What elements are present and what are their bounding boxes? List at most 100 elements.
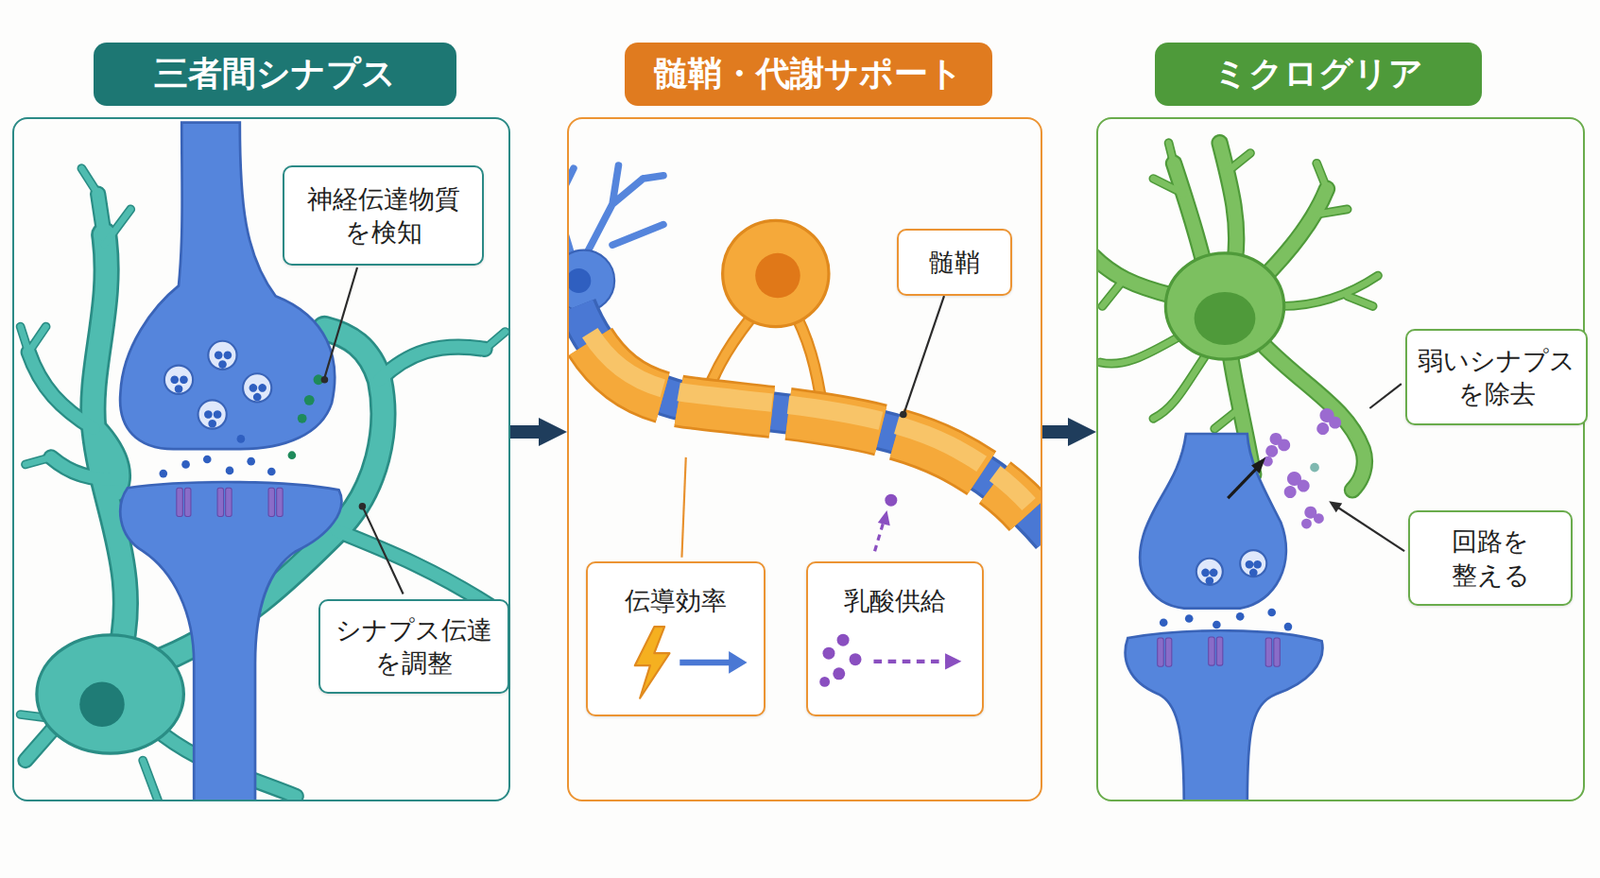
microglia-illustration <box>1098 142 1405 801</box>
callout-label: 神経伝達物質 を検知 <box>307 182 461 249</box>
panel-heading: 三者間シナプス <box>93 42 457 106</box>
transmitter-dot <box>267 467 276 477</box>
receptor <box>1216 636 1222 666</box>
lactate-arrowhead <box>877 510 891 526</box>
callout-label: 弱いシナプス を除去 <box>1417 344 1576 411</box>
transmitter-dot <box>203 455 212 465</box>
transmitter-dot <box>246 457 256 466</box>
transmitter-dot <box>1236 612 1245 621</box>
callout-box: 回路を 整える <box>1408 510 1573 606</box>
leader-line <box>904 295 945 413</box>
vesicle-contents <box>170 351 267 429</box>
callout-label: 伝導効率 <box>624 584 727 618</box>
gliotransmitter-dots <box>288 374 325 460</box>
lactate-arrow <box>875 520 885 551</box>
debris <box>1301 506 1325 530</box>
dendrite <box>568 163 664 256</box>
stage-panel: 三者間シナプス神経伝達物質 を検知シナプス伝達 を調整 <box>12 117 511 802</box>
leader-line <box>362 508 403 595</box>
flow-arrow <box>1042 425 1078 439</box>
tripartite-synapse-illustration <box>20 122 506 801</box>
callout-box: 弱いシナプス を除去 <box>1405 328 1588 426</box>
callout-box: シナプス伝達 を調整 <box>318 599 510 694</box>
oligodendrocyte-nucleus <box>755 253 801 299</box>
connectors <box>510 431 1078 433</box>
callout-box: 神経伝達物質 を検知 <box>282 165 484 266</box>
myelin-illustration <box>568 163 1042 558</box>
receptor <box>217 487 224 517</box>
receptor <box>1273 637 1280 667</box>
neuron-nucleus <box>568 268 592 293</box>
transmitter-dot <box>1212 620 1222 630</box>
leader-line <box>681 457 686 558</box>
debris <box>1265 432 1291 458</box>
debris <box>1309 463 1320 473</box>
stage-panel: ミクログリア弱いシナプス を除去回路を 整える <box>1096 117 1585 802</box>
astrocyte-nucleus <box>79 681 125 727</box>
receptor <box>1165 637 1171 667</box>
leader-dot <box>321 376 329 384</box>
lactate-dot <box>884 494 897 507</box>
transmitter-dot <box>288 450 297 460</box>
myelin-sheath <box>589 342 1029 514</box>
synapse-debris <box>1262 408 1342 529</box>
lactate-dot <box>837 634 850 647</box>
microglia-body <box>1165 253 1284 360</box>
leader-line <box>1369 383 1401 409</box>
receptor <box>1208 636 1215 666</box>
lactate-dot <box>849 653 862 666</box>
transmitter-dot <box>1159 618 1169 627</box>
conduction-arrow <box>679 659 731 666</box>
leader-dot <box>899 411 908 419</box>
panel-heading: ミクログリア <box>1154 42 1482 106</box>
lightning-icon <box>635 626 671 699</box>
receptor <box>276 487 283 517</box>
transmitter-dot <box>1185 614 1194 623</box>
callout-label: 回路を 整える <box>1451 524 1531 591</box>
transmitter-dot <box>237 434 246 444</box>
myelin-sheath-outline <box>589 342 1029 514</box>
receptors <box>1157 636 1281 667</box>
receptor <box>176 487 183 517</box>
lactate-dot <box>822 647 835 660</box>
axon-outline <box>576 306 1041 536</box>
postsynaptic-neuron <box>1125 630 1324 800</box>
flow-arrow <box>510 425 549 439</box>
callout-box: 伝導効率 <box>585 561 766 717</box>
conduction-arrowhead <box>728 651 747 674</box>
receptor <box>1157 637 1164 667</box>
vesicle-contents <box>1201 560 1262 585</box>
debris <box>1284 471 1310 499</box>
myelin-highlight <box>589 332 1029 504</box>
postsynaptic-neuron <box>120 481 342 801</box>
astrocyte-body <box>36 635 185 754</box>
engulf-arrowhead <box>1251 457 1266 474</box>
axon <box>576 306 1041 536</box>
engulf-arrow <box>1227 467 1257 499</box>
receptor <box>184 487 190 517</box>
synaptic-vesicles <box>164 341 272 430</box>
callout-label: 髄鞘 <box>929 245 981 279</box>
callout-box: 乳酸供給 <box>806 561 984 717</box>
lactate-dots <box>819 634 861 688</box>
debris <box>1316 408 1342 435</box>
neurotransmitter-dots <box>1159 608 1292 632</box>
leader-line <box>324 267 358 379</box>
oligodendrocyte-body <box>722 220 829 327</box>
stage-panel: 髄鞘・代謝サポート髄鞘伝導効率乳酸供給 <box>567 117 1043 802</box>
leader-line <box>1332 504 1405 552</box>
lactate-dot <box>819 676 830 688</box>
supply-arrow <box>873 659 947 664</box>
microglia-nucleus <box>1194 292 1256 345</box>
receptors <box>176 487 283 517</box>
lactate-dot <box>832 667 845 680</box>
transmitter-dot <box>297 413 308 424</box>
callout-label: シナプス伝達 を調整 <box>335 613 493 680</box>
leader-dot <box>359 502 367 511</box>
microglia-process <box>1100 142 1378 429</box>
receptor <box>225 487 232 517</box>
